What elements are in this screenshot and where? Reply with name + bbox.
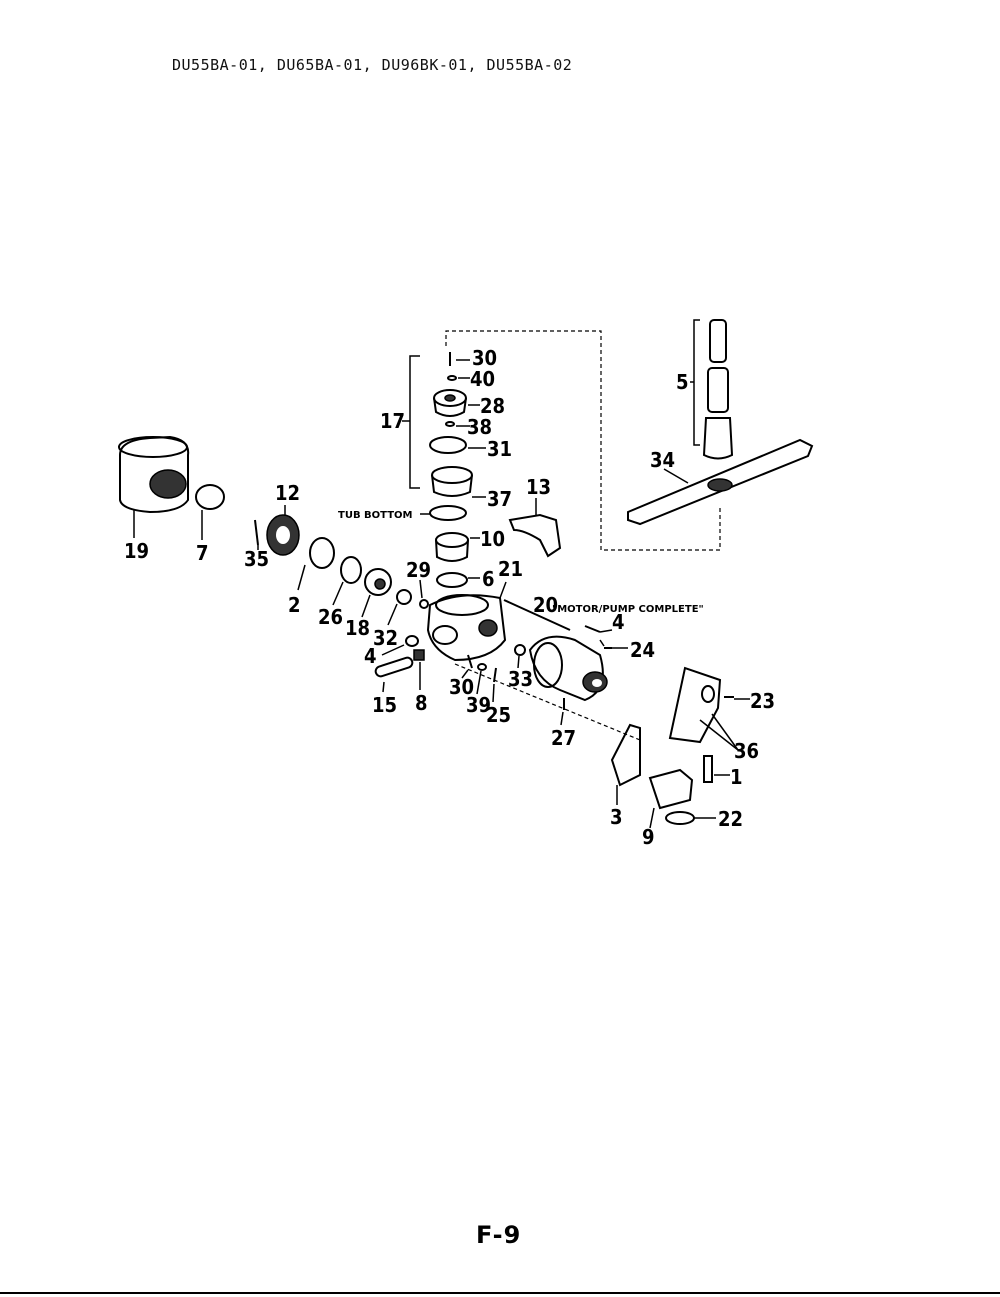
part-7-clamp bbox=[195, 484, 225, 540]
callout-37: 37 bbox=[487, 487, 512, 511]
part-22-pump-body bbox=[426, 581, 507, 662]
callout-20: 22 bbox=[718, 807, 743, 831]
part-33-grommet bbox=[514, 644, 526, 669]
callout-1: 1 bbox=[730, 765, 743, 789]
part-2-ring bbox=[297, 537, 335, 591]
part-40-washer bbox=[447, 375, 470, 381]
part-9-switch bbox=[648, 768, 694, 829]
tub-bottom-annotation: TUB BOTTOM bbox=[338, 510, 413, 521]
part-8-clamp bbox=[413, 649, 425, 690]
callout-labels: 30 40 28 17 38 31 37 13 5 34 10 6 21 20 … bbox=[124, 346, 775, 849]
callout-15: 15 bbox=[372, 693, 397, 717]
callout-39: 39 bbox=[466, 693, 491, 717]
bottom-rule bbox=[0, 1292, 1000, 1294]
part-38-washer bbox=[445, 421, 470, 427]
callout-34: 34 bbox=[650, 448, 675, 472]
part-26-screw bbox=[560, 698, 565, 726]
page-label: F-9 bbox=[476, 1221, 522, 1249]
callout-38: 38 bbox=[467, 415, 492, 439]
callout-23: 23 bbox=[750, 689, 775, 713]
callout-22: 21 bbox=[498, 557, 523, 581]
callout-40: 40 bbox=[470, 367, 495, 391]
part-4-screw-upper bbox=[584, 625, 613, 633]
part-37-tower bbox=[431, 466, 486, 498]
part-24-ring bbox=[332, 556, 362, 606]
callout-29: 29 bbox=[406, 558, 431, 582]
part-5-tube bbox=[690, 319, 734, 460]
callout-30: 30 bbox=[449, 675, 474, 699]
callout-2: 2 bbox=[288, 593, 301, 617]
callout-8: 8 bbox=[415, 691, 428, 715]
callout-7: 7 bbox=[196, 541, 209, 565]
part-15-hose bbox=[374, 656, 414, 693]
part-17-hub bbox=[433, 389, 480, 417]
part-12-impeller bbox=[266, 505, 300, 556]
part-19-sump-housing bbox=[118, 435, 190, 538]
tub-bottom-seal bbox=[420, 505, 467, 521]
callout-17: 28 bbox=[480, 394, 505, 418]
model-numbers-header: DU55BA-01, DU65BA-01, DU96BK-01, DU55BA-… bbox=[172, 56, 573, 74]
part-39-washer bbox=[476, 663, 487, 695]
callout-28: 30 bbox=[472, 346, 497, 370]
callout-26: 27 bbox=[551, 726, 576, 750]
callout-32: 32 bbox=[373, 626, 398, 650]
part-35-screw bbox=[254, 519, 259, 550]
part-13-deflector bbox=[508, 498, 562, 558]
callout-12: 12 bbox=[275, 481, 300, 505]
callout-35: 35 bbox=[244, 547, 269, 571]
callout-6: 6 bbox=[482, 567, 495, 591]
callout-9: 9 bbox=[642, 825, 655, 849]
part-25-screw bbox=[492, 667, 497, 703]
part-36-bracket bbox=[668, 666, 739, 751]
part-32-plug bbox=[387, 589, 412, 626]
callout-33: 33 bbox=[508, 667, 533, 691]
part-10-nut bbox=[435, 532, 480, 562]
callout-16: 17 bbox=[380, 409, 405, 433]
part-20-cap bbox=[665, 811, 716, 825]
part-29-clip bbox=[419, 579, 429, 609]
part-28-screw bbox=[449, 352, 470, 366]
part-1-lever bbox=[703, 755, 730, 783]
part-23-screw bbox=[724, 696, 750, 700]
part-3-bracket bbox=[610, 723, 641, 805]
callout-19: 19 bbox=[124, 539, 149, 563]
motor-pump-annotation: "MOTOR/PUMP COMPLETE" bbox=[552, 604, 704, 615]
callout-25: 25 bbox=[486, 703, 511, 727]
part-31-gasket bbox=[429, 436, 486, 454]
callout-24: 26 bbox=[318, 605, 343, 629]
part-16-bracket bbox=[402, 355, 420, 489]
part-21-motor bbox=[503, 599, 608, 702]
part-30-screw bbox=[461, 654, 473, 679]
part-34-spray-arm bbox=[627, 438, 814, 526]
callout-4-upper: 4 bbox=[612, 610, 625, 634]
motor-alignment-dashed-line bbox=[454, 663, 641, 741]
callout-13: 13 bbox=[526, 475, 551, 499]
callout-21: 20 bbox=[533, 593, 558, 617]
callout-4-lower: 4 bbox=[364, 644, 377, 668]
part-18-cover bbox=[361, 568, 392, 618]
callout-18: 18 bbox=[345, 616, 370, 640]
callout-3: 3 bbox=[610, 805, 623, 829]
callout-36: 36 bbox=[734, 739, 759, 763]
part-4-screw-lower bbox=[381, 635, 419, 656]
callout-27: 24 bbox=[630, 638, 655, 662]
callout-5: 5 bbox=[676, 370, 689, 394]
callout-10: 10 bbox=[480, 527, 505, 551]
part-6-gasket bbox=[436, 572, 480, 588]
callout-31: 31 bbox=[487, 437, 512, 461]
